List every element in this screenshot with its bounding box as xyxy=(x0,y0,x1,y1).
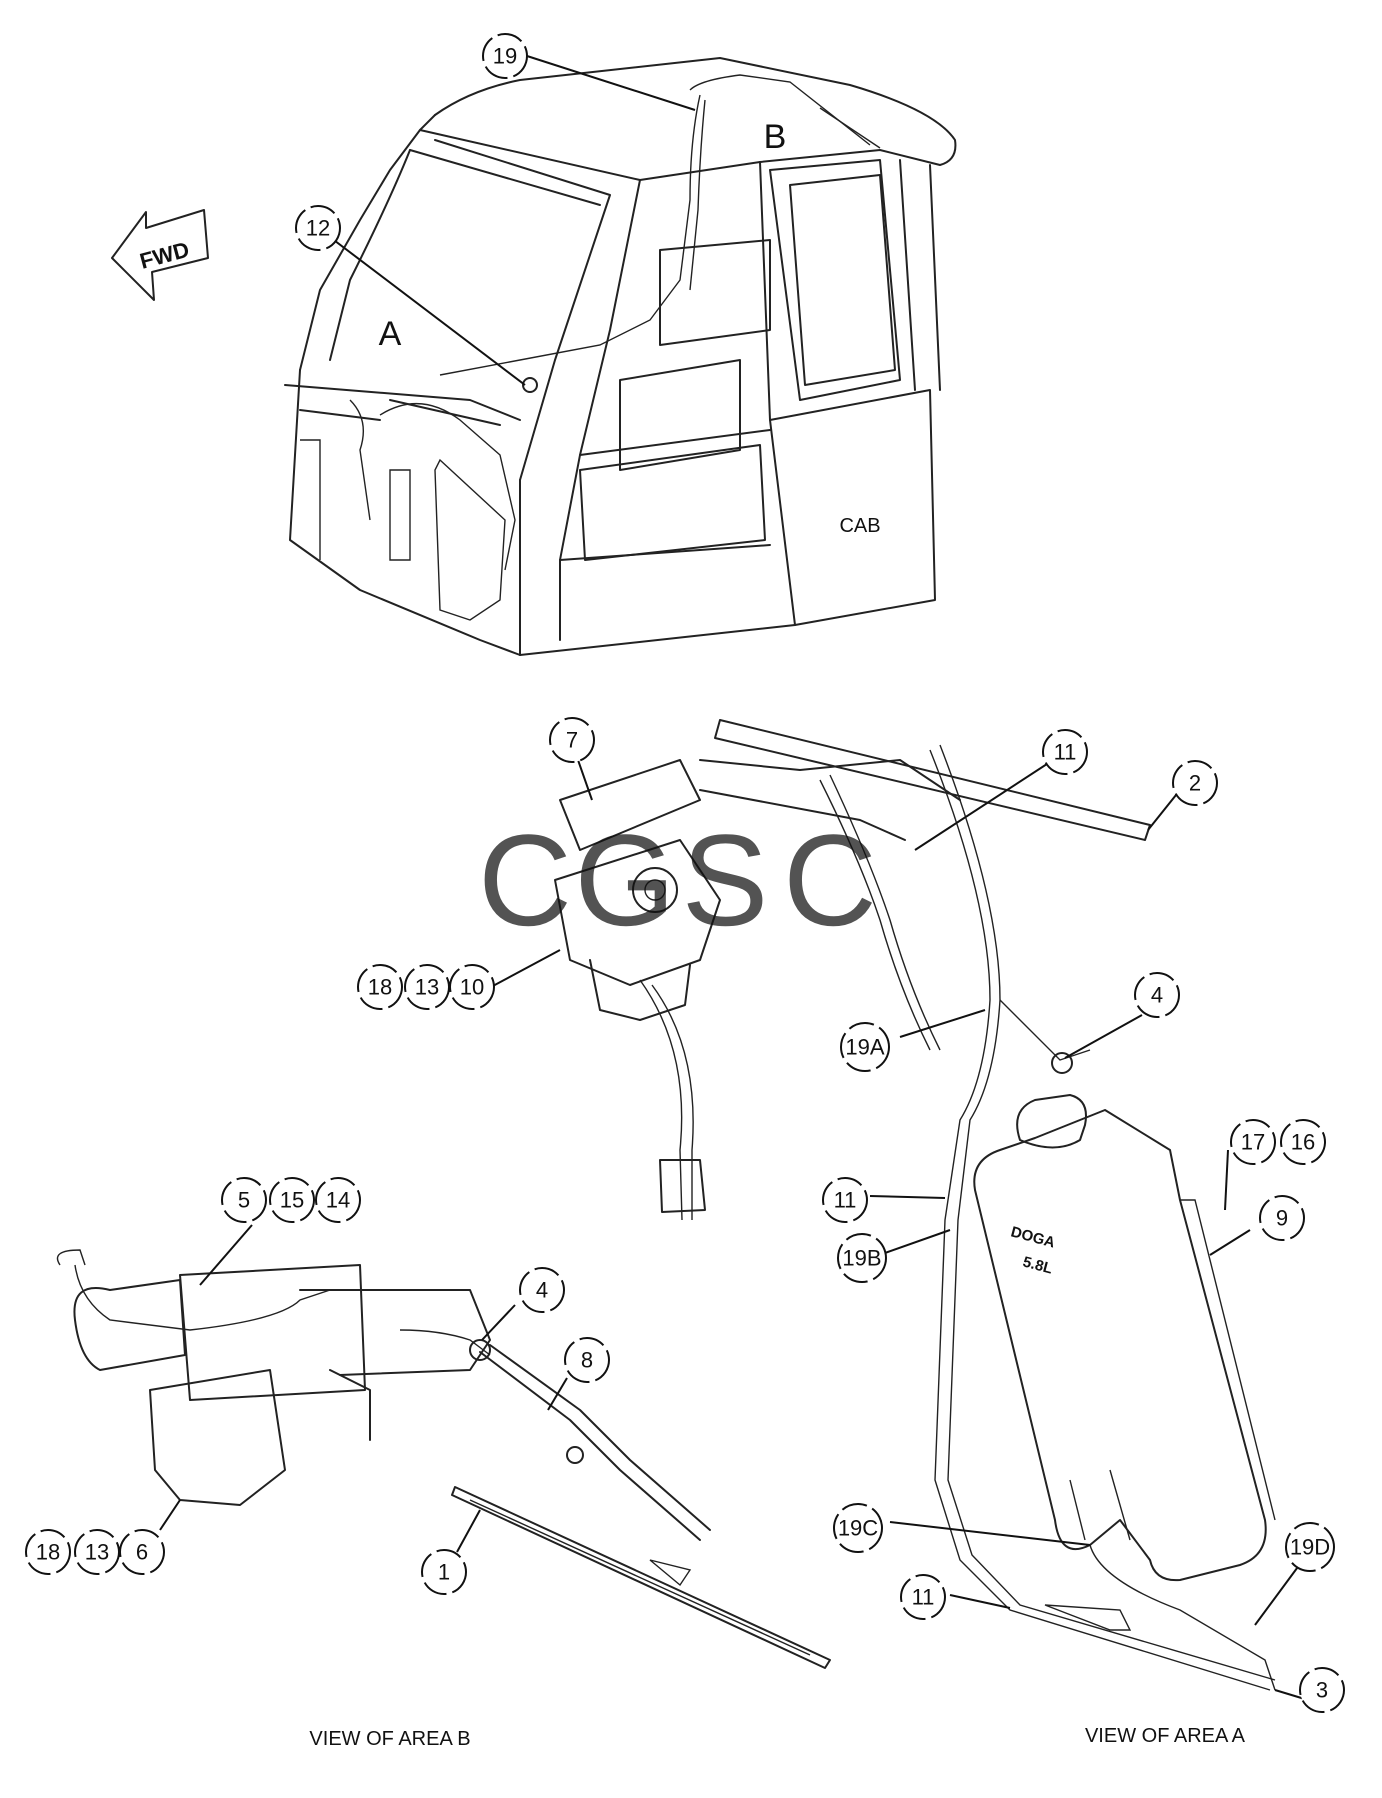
caption-view-area-a: VIEW OF AREA A xyxy=(1085,1725,1246,1747)
callout-14-label: 14 xyxy=(326,1188,350,1213)
callout-2-label: 2 xyxy=(1189,771,1201,796)
caption-view-area-b: VIEW OF AREA B xyxy=(309,1728,470,1750)
callout-13-top-label: 13 xyxy=(415,975,439,1000)
callout-5-label: 5 xyxy=(238,1188,250,1213)
fwd-arrow-icon: FWD xyxy=(111,209,209,301)
callout-11-mid-label: 11 xyxy=(834,1188,857,1213)
callout-16: 16 xyxy=(1280,1119,1326,1165)
watermark-logo: C G S C xyxy=(478,807,877,953)
watermark-letter-3: S xyxy=(682,807,769,953)
watermark-letter-1: C xyxy=(478,807,572,953)
cab-label: CAB xyxy=(839,515,880,537)
callout-12-label: 12 xyxy=(306,216,330,241)
arm-pivot-icon xyxy=(566,1446,584,1464)
callout-12: 12 xyxy=(295,205,341,251)
callout-1-label: 1 xyxy=(438,1560,450,1585)
callout-19c-label: 19C xyxy=(838,1516,878,1541)
callout-18-bottom: 18 xyxy=(25,1529,71,1575)
callout-6-label: 6 xyxy=(136,1540,148,1565)
tank-marking-line2: 5.8L xyxy=(1021,1253,1054,1277)
callout-19b-label: 19B xyxy=(842,1246,881,1271)
front-wiper-motor-illustration xyxy=(554,719,1151,1221)
callout-17-label: 17 xyxy=(1241,1130,1265,1155)
callout-13-top: 13 xyxy=(404,964,450,1010)
callout-17: 17 xyxy=(1230,1119,1276,1165)
callout-18-top: 18 xyxy=(357,964,403,1010)
callout-10: 10 xyxy=(449,964,495,1010)
callout-11-bottom: 11 xyxy=(900,1574,946,1620)
callout-4-right: 4 xyxy=(1134,972,1180,1018)
callout-18-top-label: 18 xyxy=(368,975,392,1000)
callout-8-label: 8 xyxy=(581,1348,593,1373)
callout-18-bottom-label: 18 xyxy=(36,1540,60,1565)
callout-14: 14 xyxy=(315,1177,361,1223)
rear-wiper-illustration xyxy=(56,1249,831,1669)
grommet-icon xyxy=(522,377,538,393)
callout-11-mid: 11 xyxy=(822,1177,868,1223)
callout-8: 8 xyxy=(564,1337,610,1383)
callout-4-left: 4 xyxy=(519,1267,565,1313)
callout-19d: 19D xyxy=(1285,1522,1335,1572)
callout-4-left-label: 4 xyxy=(536,1278,548,1303)
tank-marking-line1: DOGA xyxy=(1009,1223,1057,1251)
callout-11-top-label: 11 xyxy=(1054,740,1077,765)
motor-hub-icon xyxy=(632,867,678,913)
callout-1: 1 xyxy=(421,1549,467,1595)
callout-19-top-label: 19 xyxy=(493,44,517,69)
callout-6: 6 xyxy=(119,1529,165,1575)
callout-2: 2 xyxy=(1172,760,1218,806)
callout-15-label: 15 xyxy=(280,1188,304,1213)
callout-19b: 19B xyxy=(837,1233,887,1283)
callout-19a-label: 19A xyxy=(845,1035,884,1060)
motor-shaft-icon xyxy=(644,879,666,901)
callout-5: 5 xyxy=(221,1177,267,1223)
callout-13-bottom: 13 xyxy=(74,1529,120,1575)
tee-fitting-icon xyxy=(1051,1052,1073,1074)
callout-9: 9 xyxy=(1259,1195,1305,1241)
callout-3: 3 xyxy=(1299,1667,1345,1713)
area-b-label: B xyxy=(764,118,787,156)
callout-19d-label: 19D xyxy=(1290,1535,1330,1560)
callout-15: 15 xyxy=(269,1177,315,1223)
nozzle-icon xyxy=(469,1339,491,1361)
callout-7: 7 xyxy=(549,717,595,763)
callout-19a: 19A xyxy=(840,1022,890,1072)
cab-illustration: CAB A B xyxy=(284,57,957,656)
watermark-letter-2: G xyxy=(574,807,675,953)
callout-11-bottom-label: 11 xyxy=(912,1585,935,1610)
callout-11-top: 11 xyxy=(1042,729,1088,775)
washer-tank-illustration: DOGA 5.8L xyxy=(929,744,1276,1691)
area-a-label: A xyxy=(379,315,402,353)
callout-7-label: 7 xyxy=(566,728,578,753)
callout-3-label: 3 xyxy=(1316,1678,1328,1703)
callout-16-label: 16 xyxy=(1291,1130,1315,1155)
callout-13-bottom-label: 13 xyxy=(85,1540,109,1565)
callout-19-top: 19 xyxy=(482,33,528,79)
callout-4-right-label: 4 xyxy=(1151,983,1163,1008)
leader-lines xyxy=(159,55,1309,1701)
callout-9-label: 9 xyxy=(1276,1206,1288,1231)
callout-19c: 19C xyxy=(833,1503,883,1553)
callout-10-label: 10 xyxy=(460,975,484,1000)
watermark-letter-4: C xyxy=(783,807,877,953)
